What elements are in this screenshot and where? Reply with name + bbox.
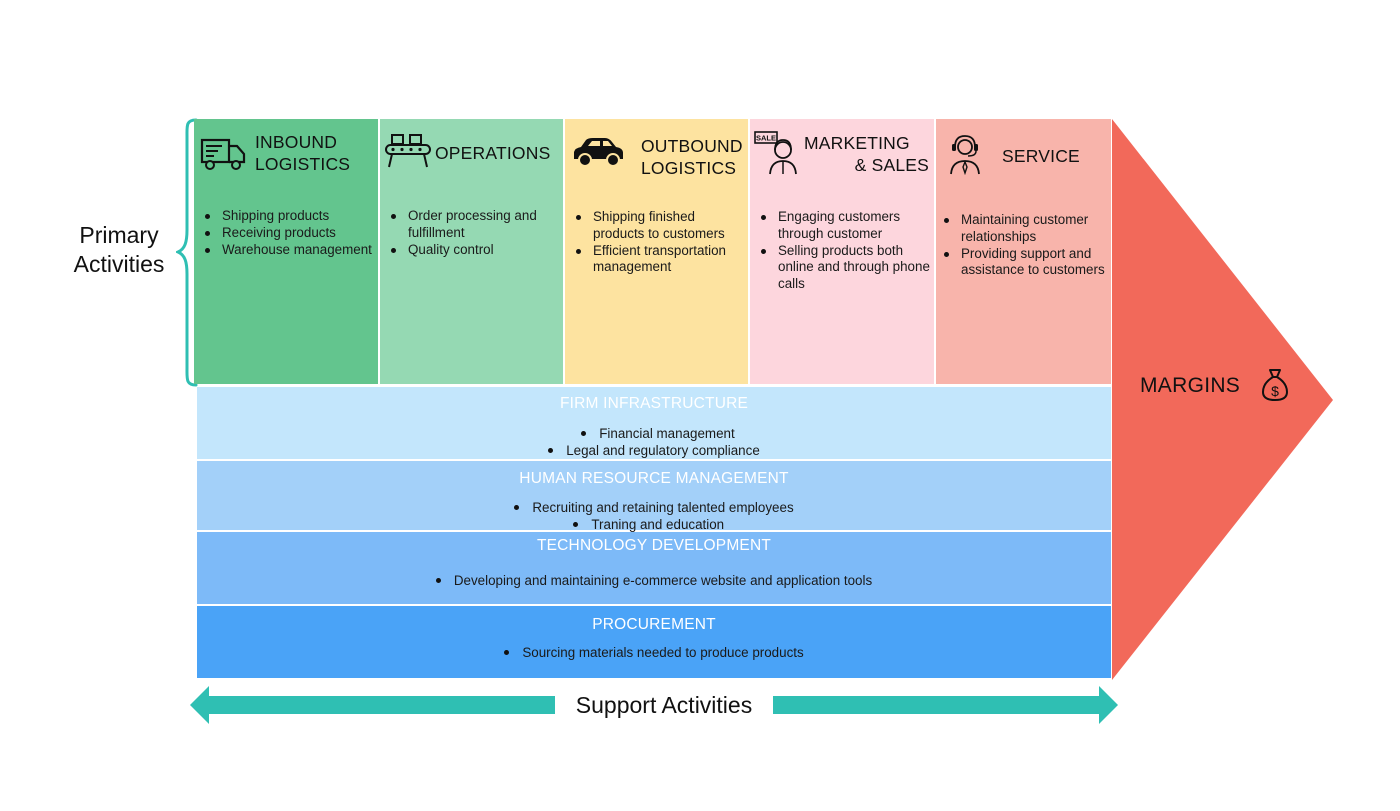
money-bag-icon: $ (1262, 369, 1288, 401)
column-items: Engaging customers through customer Sell… (759, 209, 931, 293)
band-title: FIRM INFRASTRUCTURE (559, 395, 749, 412)
column-title: INBOUND LOGISTICS (255, 132, 351, 174)
support-activities-label: Support Activities (555, 688, 773, 722)
list-item: Recruiting and retaining talented employ… (514, 499, 794, 516)
band-firm-infrastructure: FIRM INFRASTRUCTURE Financial management… (197, 387, 1111, 459)
margins-label: MARGINS (1140, 374, 1241, 397)
column-items: Shipping products Receiving products War… (203, 208, 373, 258)
list-item: Quality control (389, 242, 559, 259)
list-item: Efficient transportation management (574, 243, 744, 277)
column-operations: OPERATIONS Order processing and fulfillm… (380, 119, 563, 384)
list-item: Warehouse management (203, 242, 373, 259)
car-icon (574, 138, 623, 167)
band-title: HUMAN RESOURCE MANAGEMENT (519, 470, 789, 487)
list-item: Sourcing materials needed to produce pro… (504, 644, 804, 661)
band-items: Recruiting and retaining talented employ… (514, 499, 794, 533)
column-title: OPERATIONS (435, 143, 551, 163)
column-title: MARKETING & SALES (804, 133, 929, 175)
list-item: Providing support and assistance to cust… (942, 246, 1108, 280)
list-item: Shipping products (203, 208, 373, 225)
column-outbound-logistics: OUTBOUND LOGISTICS Shipping finished pro… (565, 119, 748, 384)
band-title: PROCUREMENT (592, 616, 716, 633)
truck-icon (200, 138, 246, 170)
svg-text:$: $ (1271, 383, 1279, 399)
band-items: Financial management Legal and regulator… (548, 425, 760, 459)
column-items: Maintaining customer relationships Provi… (942, 212, 1108, 279)
band-procurement: PROCUREMENT Sourcing materials needed to… (197, 606, 1111, 678)
list-item: Financial management (581, 425, 760, 442)
column-inbound-logistics: INBOUND LOGISTICS Shipping products Rece… (194, 119, 378, 384)
list-item: Shipping finished products to customers (574, 209, 744, 243)
column-items: Shipping finished products to customers … (574, 209, 744, 276)
column-marketing-sales: SALE MARKETING & SALES Engaging customer… (750, 119, 934, 384)
column-title: OUTBOUND LOGISTICS (641, 136, 743, 178)
list-item: Legal and regulatory compliance (548, 442, 760, 459)
list-item: Order processing and fulfillment (389, 208, 559, 242)
list-item: Receiving products (203, 225, 373, 242)
primary-activities-label: Primary Activities (73, 222, 165, 277)
column-title: SERVICE (1002, 146, 1080, 166)
column-items: Order processing and fulfillment Quality… (389, 208, 559, 258)
primary-activities-brace (176, 118, 198, 387)
band-items: Developing and maintaining e-commerce we… (435, 572, 872, 589)
svg-text:SALE: SALE (756, 134, 776, 143)
list-item: Maintaining customer relationships (942, 212, 1108, 246)
column-service: SERVICE Maintaining customer relationshi… (936, 119, 1111, 384)
salesperson-icon: SALE (754, 131, 797, 175)
band-technology-development: TECHNOLOGY DEVELOPMENT Developing and ma… (197, 532, 1111, 604)
list-item: Selling products both online and through… (759, 243, 931, 293)
band-human-resource-management: HUMAN RESOURCE MANAGEMENT Recruiting and… (197, 461, 1111, 533)
list-item: Traning and education (573, 516, 793, 533)
list-item: Engaging customers through customer (759, 209, 931, 243)
band-title: TECHNOLOGY DEVELOPMENT (536, 537, 772, 554)
conveyor-icon (385, 134, 431, 168)
list-item: Developing and maintaining e-commerce we… (435, 572, 872, 589)
headset-agent-icon (950, 135, 980, 175)
band-items: Sourcing materials needed to produce pro… (504, 644, 804, 661)
